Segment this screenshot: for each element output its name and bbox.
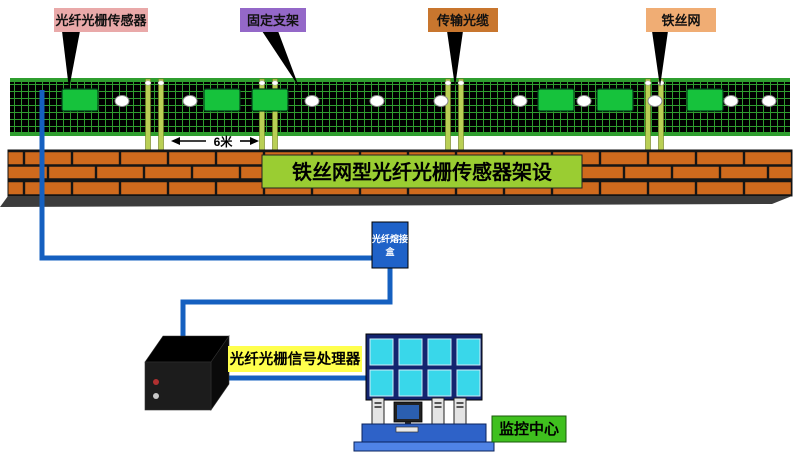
dim-arrow-right-icon <box>250 137 259 145</box>
post-cap-icon <box>271 80 279 86</box>
callout-bracket-box <box>240 8 306 32</box>
post-cap-icon <box>444 80 452 86</box>
insulator-icon <box>761 95 777 107</box>
desktop-monitor-screen <box>397 405 419 419</box>
fence-bottom-rail <box>10 132 790 136</box>
splice-box-label-line1: 光纤熔接 <box>371 233 408 244</box>
callout-cable-label: 传输光缆 <box>436 13 489 28</box>
callout-cable-pointer-icon <box>447 31 463 87</box>
wall-base-shadow <box>0 196 792 207</box>
callout-sensor-box <box>54 8 148 32</box>
fbg-sensor <box>596 88 634 112</box>
video-wall-screen <box>456 338 481 366</box>
insulator-icon <box>114 95 130 107</box>
insulator-icon <box>304 95 320 107</box>
insulator-icon <box>647 95 663 107</box>
insulator-icon <box>369 95 385 107</box>
wire-mesh-fence <box>10 78 790 152</box>
video-wall-screen <box>369 338 394 366</box>
fence-top-rail <box>10 78 790 82</box>
fence-post <box>158 78 164 152</box>
fence-post <box>645 78 651 152</box>
tower-vent-icon <box>434 406 442 408</box>
fence-post <box>458 78 464 152</box>
desk-platform <box>353 441 495 452</box>
callout-sensor: 光纤光栅传感器 <box>54 8 148 89</box>
mesh-insulators <box>114 95 777 107</box>
tower-vent-icon <box>456 402 464 404</box>
insulator-icon <box>576 95 592 107</box>
processor-label-box <box>228 346 362 372</box>
fence-post <box>145 78 151 152</box>
post-cap-icon <box>644 80 652 86</box>
callout-bracket-pointer-icon <box>262 31 299 87</box>
signal-processor: 光纤光栅信号处理器 <box>144 335 362 411</box>
fbg-sensor <box>61 88 99 112</box>
fbg-sensor <box>251 88 289 112</box>
fence-post <box>658 78 664 152</box>
fbg-sensors <box>61 88 724 112</box>
processor-label: 光纤光栅信号处理器 <box>229 350 361 368</box>
callout-mesh-box <box>646 8 716 32</box>
callout-sensor-pointer-icon <box>62 31 80 89</box>
insulator-icon <box>723 95 739 107</box>
fbg-sensor <box>203 88 241 112</box>
tower-vent-icon <box>374 406 382 408</box>
tower-vent-icon <box>456 406 464 408</box>
keyboard <box>395 426 419 433</box>
video-wall-screen <box>369 369 394 397</box>
control-desk <box>361 423 487 443</box>
callout-sensor-label: 光纤光栅传感器 <box>54 13 147 28</box>
video-wall-screen <box>427 369 452 397</box>
callout-bracket: 固定支架 <box>240 8 306 87</box>
splice-box-body <box>371 221 409 269</box>
insulator-icon <box>512 95 528 107</box>
fiber-cable-run <box>39 90 393 336</box>
control-center-label: 监控中心 <box>499 420 559 438</box>
tower-vent-icon <box>374 402 382 404</box>
post-cap-icon <box>457 80 465 86</box>
tower-vent-icon <box>434 402 442 404</box>
video-wall-screen <box>398 369 423 397</box>
fbg-sensor <box>537 88 575 112</box>
callout-mesh: 铁丝网 <box>646 8 716 87</box>
post-spacing-dimension: 6米 <box>171 134 259 149</box>
video-wall-screen <box>398 338 423 366</box>
processor-led-icon <box>153 379 159 385</box>
callout-mesh-label: 铁丝网 <box>660 13 700 28</box>
brick-wall: 铁丝网型光纤光栅传感器架设 <box>0 149 793 207</box>
video-wall-screens <box>369 338 481 397</box>
mesh-grid <box>10 78 790 136</box>
callout-mesh-pointer-icon <box>652 31 668 87</box>
post-cap-icon <box>258 80 266 86</box>
monitoring-center: 监控中心 <box>353 333 567 452</box>
fiber-splice-box: 光纤熔接 盒 <box>371 221 409 269</box>
processor-port-icon <box>153 393 159 399</box>
callout-cable: 传输光缆 <box>428 8 498 87</box>
video-wall-screen <box>456 369 481 397</box>
video-wall-screen <box>427 338 452 366</box>
insulator-icon <box>433 95 449 107</box>
fence-post <box>445 78 451 152</box>
callout-cable-box <box>428 8 498 32</box>
dim-arrow-left-icon <box>171 137 180 145</box>
fbg-sensor <box>686 88 724 112</box>
post-cap-icon <box>144 80 152 86</box>
post-cap-icon <box>657 80 665 86</box>
processor-front-face <box>144 361 212 411</box>
splice-box-label-line2: 盒 <box>384 246 395 257</box>
wall-caption: 铁丝网型光纤光栅传感器架设 <box>292 160 552 184</box>
wall-caption-box <box>261 154 583 189</box>
post-cap-icon <box>157 80 165 86</box>
insulator-icon <box>182 95 198 107</box>
callout-bracket-label: 固定支架 <box>247 13 299 28</box>
post-spacing-label: 6米 <box>214 134 234 149</box>
control-center-label-box <box>491 415 567 443</box>
